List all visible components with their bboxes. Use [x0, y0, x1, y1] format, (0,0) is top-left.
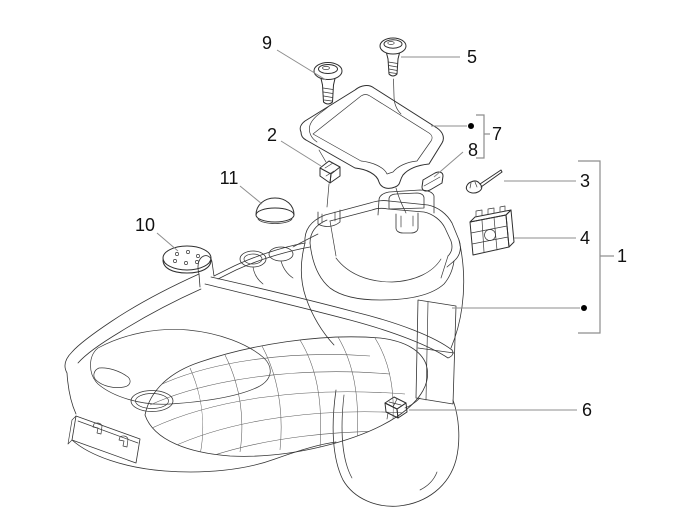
- part-clip-2: [320, 161, 340, 183]
- body-bucket-rim: [305, 201, 460, 267]
- body-latch-housing: [378, 190, 434, 233]
- body-quilted-hump: [145, 337, 428, 460]
- body-rim-bracket: [318, 210, 340, 226]
- leader-11: [240, 186, 262, 204]
- callout-5: 5: [466, 47, 478, 67]
- body-bucket-interior: [310, 221, 454, 300]
- bracket-7: [431, 115, 490, 158]
- body-quilt-mesh: [150, 337, 428, 460]
- leader-9: [277, 50, 326, 80]
- part-main-body: [65, 190, 464, 506]
- body-left-platform: [65, 234, 453, 414]
- callout-11: 11: [219, 168, 239, 188]
- bracket-1: [452, 161, 614, 333]
- callout-8: 8: [467, 140, 479, 160]
- part-clip-6: [385, 397, 407, 419]
- part-cap-11: [256, 198, 294, 224]
- part-screw-9: [309, 63, 342, 143]
- callout-2: 2: [266, 125, 278, 145]
- callout-1: 1: [616, 246, 628, 266]
- leader-10: [157, 233, 178, 251]
- callout-4: 4: [579, 228, 591, 248]
- leader-2: [281, 141, 321, 166]
- body-bottom-edge: [72, 440, 336, 472]
- leader-8: [434, 152, 463, 177]
- body-bracket-plate: [68, 416, 140, 463]
- part-screw-5: [380, 38, 406, 114]
- part-pad-8: [422, 172, 443, 191]
- callout-10: 10: [134, 215, 156, 235]
- callout-7: 7: [491, 124, 503, 144]
- bullet-1: [581, 305, 587, 311]
- callout-leaders: [157, 50, 614, 410]
- part-cap-10: [163, 246, 211, 273]
- callout-6: 6: [581, 400, 593, 420]
- callout-3: 3: [579, 171, 591, 191]
- part-tool-3: [466, 170, 502, 193]
- part-bracket-4: [470, 206, 514, 255]
- body-bucket-walls: [301, 240, 463, 408]
- screw-5-alignment-axis: [394, 79, 402, 114]
- callout-9: 9: [261, 33, 273, 53]
- bullet-7: [468, 123, 474, 129]
- body-lower-bucket: [333, 390, 459, 506]
- part-lid-7: [300, 86, 443, 213]
- screw-9-alignment-wire: [309, 107, 328, 142]
